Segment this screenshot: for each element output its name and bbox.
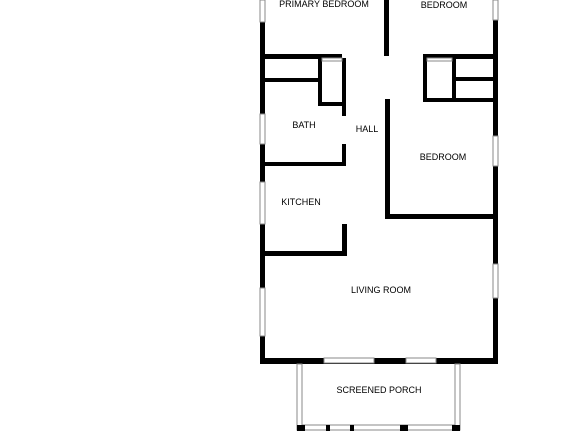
wall-primary-bedroom-bottom — [262, 54, 342, 59]
door-front — [405, 357, 437, 364]
wall-bedroom-right-bottom — [385, 214, 497, 219]
wall-bath-right-upper — [342, 106, 346, 116]
window-right-bedroom — [492, 135, 499, 167]
porch-post-mid-right — [400, 425, 408, 431]
window-left-bath — [259, 113, 266, 145]
window-left-kitchen-door — [259, 181, 266, 225]
wall-closet-right-bottom — [423, 98, 456, 102]
window-closet-left — [321, 57, 343, 62]
room-labels: PRIMARY BEDROOM BEDROOM BATH HALL BEDROO… — [279, 0, 467, 395]
wall-kitchen-bottom — [262, 251, 347, 256]
window-bottom-living — [323, 357, 375, 364]
screened-porch — [296, 363, 461, 431]
wall-closet-right-right — [452, 58, 456, 102]
window-closet-right — [426, 57, 453, 62]
windows — [259, 0, 499, 364]
wall-bedroom-top-bottom — [423, 54, 497, 59]
label-bath: BATH — [292, 120, 315, 130]
label-bedroom-right: BEDROOM — [420, 152, 467, 162]
label-living-room: LIVING ROOM — [351, 285, 411, 295]
porch-post-right — [452, 425, 460, 431]
wall-closet-right-left — [423, 58, 427, 102]
window-left-living — [259, 287, 266, 337]
label-screened-porch: SCREENED PORCH — [336, 385, 421, 395]
porch-left-screen — [296, 363, 303, 431]
label-bedroom-top: BEDROOM — [421, 0, 468, 10]
wall-bath-right-lower — [342, 144, 346, 164]
wall-bedroom-divider — [384, 0, 389, 56]
wall-bottom — [260, 358, 498, 364]
label-kitchen: KITCHEN — [281, 197, 321, 207]
porch-right-screen — [454, 363, 461, 431]
window-left-top — [259, 0, 266, 23]
interior-walls — [262, 0, 497, 256]
label-hall: HALL — [356, 124, 379, 134]
porch-post-left — [297, 425, 305, 431]
porch-post-mid-left — [326, 425, 330, 431]
wall-closet-left-bottom — [318, 102, 346, 106]
wall-closet-left-right — [342, 58, 346, 106]
wall-kitchen-right — [342, 224, 347, 255]
window-right-top — [492, 0, 499, 21]
wall-closet-right-shelf — [456, 77, 496, 81]
porch-bottom-screen — [301, 424, 456, 431]
wall-right — [493, 0, 498, 364]
window-right-living — [492, 263, 499, 299]
wall-bath-bottom — [262, 162, 346, 166]
label-primary-bedroom: PRIMARY BEDROOM — [279, 0, 369, 9]
wall-bath-top — [262, 78, 322, 82]
wall-bedroom-right-top — [456, 98, 496, 102]
wall-bedroom-right-left — [385, 99, 390, 218]
porch-post-mid — [350, 425, 354, 431]
